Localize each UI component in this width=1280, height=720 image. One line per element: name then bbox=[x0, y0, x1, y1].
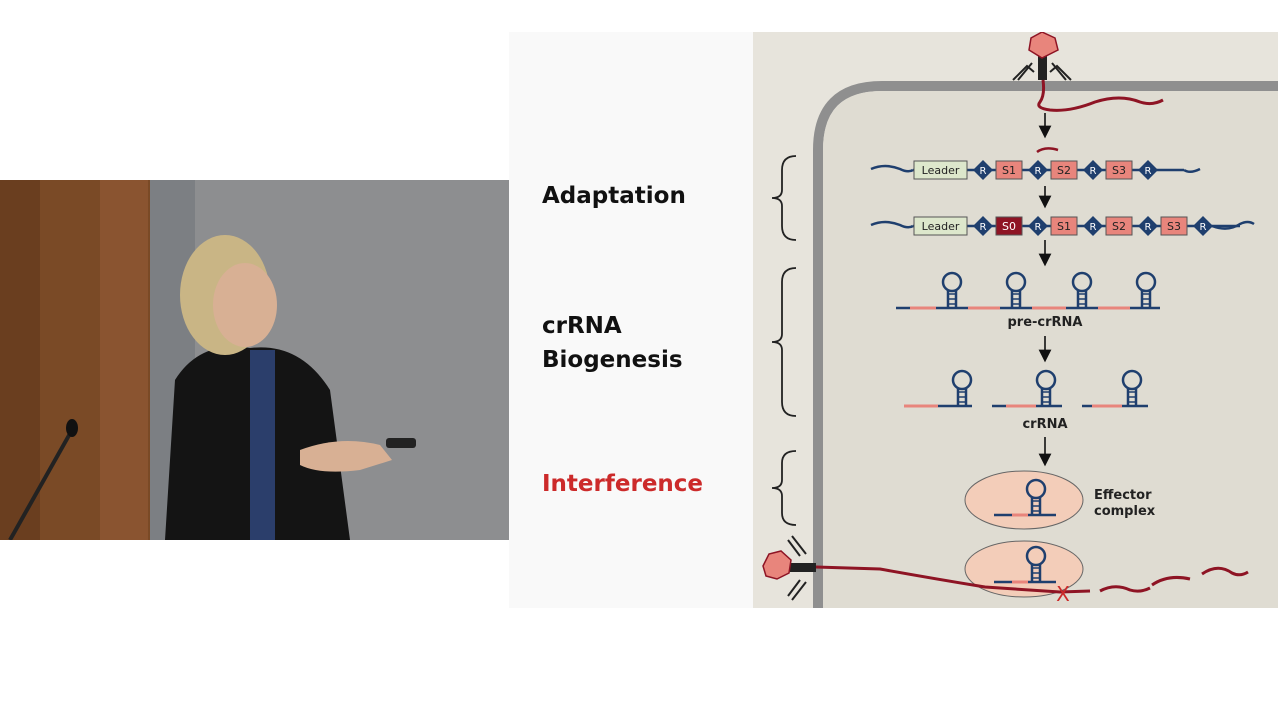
leader-box bbox=[913, 160, 968, 180]
repeat-diamond bbox=[973, 160, 993, 180]
interference-crrna bbox=[994, 545, 1056, 584]
spacer-label: S1 bbox=[1002, 164, 1016, 177]
phage-top bbox=[1012, 32, 1072, 81]
repeat-label: R bbox=[1035, 166, 1042, 177]
repeat-label: R bbox=[1145, 166, 1152, 177]
repeat-diamond bbox=[1193, 216, 1213, 236]
cleavage-mark: X bbox=[1056, 582, 1070, 606]
hairpin-loop bbox=[1005, 271, 1027, 293]
repeat-diamond bbox=[1138, 160, 1158, 180]
spacer-box bbox=[1050, 216, 1078, 236]
phage-invader bbox=[762, 535, 816, 601]
repeat-label: R bbox=[980, 166, 987, 177]
hairpin-loop bbox=[1135, 271, 1157, 293]
hairpin-loop bbox=[941, 271, 963, 293]
pre-crrna-label: pre-crRNA bbox=[1008, 315, 1083, 330]
repeat-diamond bbox=[973, 216, 993, 236]
spacer-label: S2 bbox=[1112, 220, 1126, 233]
spacer-label: S2 bbox=[1057, 164, 1071, 177]
leader-label: Leader bbox=[922, 164, 960, 177]
hairpin-loop bbox=[1071, 271, 1093, 293]
mature-crrna bbox=[904, 369, 1148, 408]
repeat-label: R bbox=[1145, 222, 1152, 233]
spacer-label: S3 bbox=[1167, 220, 1181, 233]
spacer-box bbox=[1105, 160, 1133, 180]
cleaved-fragment-2 bbox=[1151, 576, 1191, 587]
hairpin-loop bbox=[1025, 478, 1047, 500]
effector-label-line1: Effector bbox=[1094, 488, 1152, 503]
effector-label-line2: complex bbox=[1094, 504, 1156, 519]
repeat-label: R bbox=[980, 222, 987, 233]
repeat-diamond bbox=[1138, 216, 1158, 236]
repeat-label: R bbox=[1090, 166, 1097, 177]
spacer-label: S1 bbox=[1057, 220, 1071, 233]
repeat-diamond bbox=[1028, 160, 1048, 180]
spacer-box bbox=[1105, 216, 1133, 236]
effector-crrna bbox=[994, 478, 1056, 517]
target-dna bbox=[815, 565, 1091, 594]
effector-complex bbox=[964, 470, 1084, 530]
phage-dna bbox=[1037, 79, 1164, 112]
speaker-video bbox=[0, 180, 509, 540]
hairpin-loop bbox=[1121, 369, 1143, 391]
crrna-label: crRNA bbox=[1022, 417, 1067, 432]
pre-crrna bbox=[896, 271, 1160, 310]
repeat-label: R bbox=[1035, 222, 1042, 233]
captured-fragment bbox=[1036, 147, 1059, 154]
spacer-label: S3 bbox=[1112, 164, 1126, 177]
stage-adaptation: Adaptation bbox=[542, 183, 686, 209]
slide-background bbox=[509, 32, 754, 608]
repeat-diamond bbox=[1083, 216, 1103, 236]
stage-biogenesis-line2: Biogenesis bbox=[542, 347, 683, 373]
stage-interference: Interference bbox=[542, 471, 704, 497]
hairpin-loop bbox=[1035, 369, 1057, 391]
spacer-box bbox=[995, 216, 1023, 236]
leader-box-2 bbox=[913, 216, 968, 236]
repeat-label: R bbox=[1090, 222, 1097, 233]
spacer-box bbox=[1050, 160, 1078, 180]
bracket-interference bbox=[771, 450, 797, 526]
spacer-box bbox=[995, 160, 1023, 180]
leader-label-2: Leader bbox=[922, 220, 960, 233]
cleaved-fragment-3 bbox=[1201, 566, 1249, 577]
repeat-diamond bbox=[1028, 216, 1048, 236]
repeat-diamond bbox=[1083, 160, 1103, 180]
hairpin-loop bbox=[951, 369, 973, 391]
cell-membrane bbox=[813, 81, 1278, 608]
spacer-box bbox=[1160, 216, 1188, 236]
stage-biogenesis-line1: crRNA bbox=[542, 313, 622, 339]
spacer-label: S0 bbox=[1002, 220, 1016, 233]
hairpin-loop bbox=[1025, 545, 1047, 567]
bracket-biogenesis bbox=[771, 267, 797, 417]
repeat-label: R bbox=[1200, 222, 1207, 233]
bracket-adaptation bbox=[771, 155, 797, 241]
cleaved-fragment-1 bbox=[1099, 585, 1151, 593]
